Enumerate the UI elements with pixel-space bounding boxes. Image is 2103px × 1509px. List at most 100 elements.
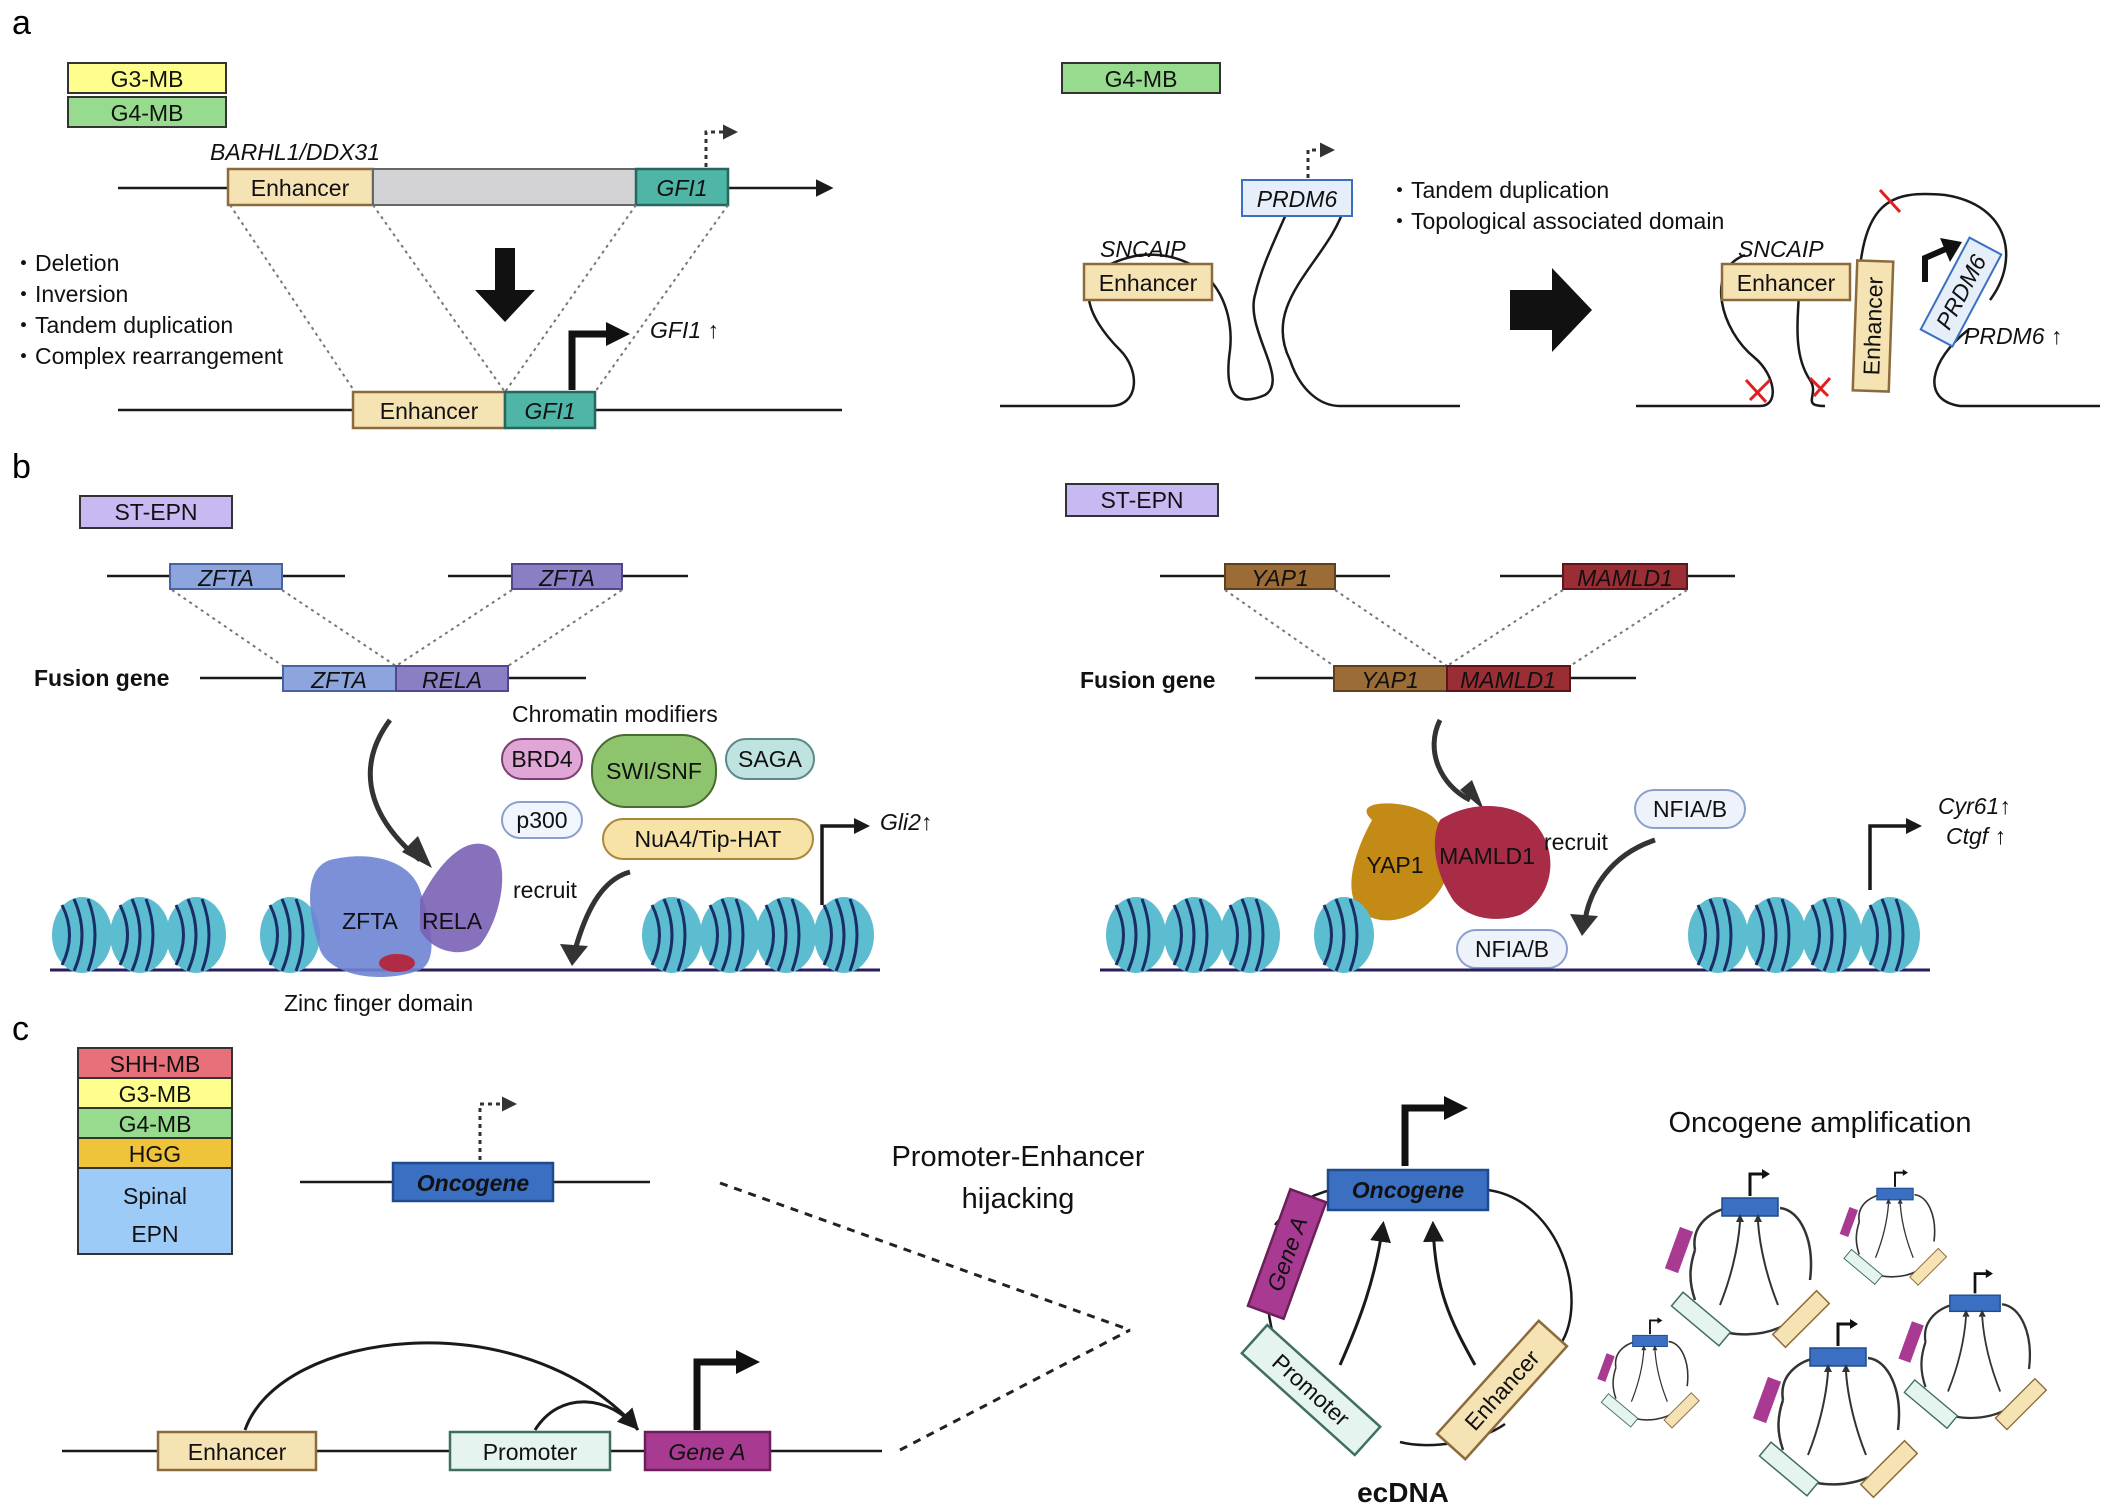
loop-chromatin xyxy=(1000,204,1460,408)
zinc-finger-label: Zinc finger domain xyxy=(284,990,473,1016)
nfia-top-label: NFIA/B xyxy=(1653,796,1727,822)
cyr61-up-label: Cyr61↑ xyxy=(1938,793,2011,819)
promoter-loop-arrow xyxy=(533,1400,640,1431)
fusion2-arrow xyxy=(1431,718,1472,803)
c-genea-box xyxy=(643,1430,772,1472)
nucleosome xyxy=(1686,895,1750,975)
fusion2-arrow-head xyxy=(1460,780,1484,810)
panel-a-right: G4-MB Enhancer SNCAIP PRDM6 ・Tandem dupl… xyxy=(1000,62,2100,408)
yap1-label: YAP1 xyxy=(1251,565,1309,591)
fusion-yap1-label: YAP1 xyxy=(1361,667,1419,693)
tag-st-epn-left-label: ST-EPN xyxy=(114,499,197,525)
down-arrow xyxy=(475,248,535,322)
tad-event-1: ・Tandem duplication xyxy=(1388,177,1609,203)
panel-c: SHH-MB G3-MB G4-MB HGG Spinal EPN Oncoge… xyxy=(62,1047,2048,1508)
mamld1-label: MAMLD1 xyxy=(1577,565,1673,591)
hijack-label-1: Promoter-Enhancer xyxy=(891,1141,1144,1173)
tad-enhancer-label: Enhancer xyxy=(1737,270,1836,296)
tad-boundary-marks-2 xyxy=(1748,377,1832,402)
recruit-arrow-right-head xyxy=(1570,914,1598,936)
tag-shh-mb xyxy=(77,1047,233,1079)
tag-g4-mb-label: G4-MB xyxy=(111,100,184,126)
nua4-label: NuA4/Tip-HAT xyxy=(635,826,782,852)
zfta-protein-label: ZFTA xyxy=(342,908,398,934)
fusion-gene-label-left: Fusion gene xyxy=(34,665,169,691)
cyr61-tss xyxy=(1868,824,1910,890)
tag-g4-mb-c-label: G4-MB xyxy=(119,1111,192,1137)
tag-st-epn-left xyxy=(79,495,233,529)
active-tss-head xyxy=(606,322,630,346)
fusion-zfta-box xyxy=(282,665,397,692)
nucleosome xyxy=(1162,895,1226,975)
mamld1-protein-label: MAMLD1 xyxy=(1439,843,1535,869)
ecdna-enhancer-arrow xyxy=(1423,1220,1477,1366)
fusion2-mapping-lines xyxy=(1224,589,1688,667)
event-4: ・Complex rearrangement xyxy=(12,343,284,369)
tad-event-2: ・Topological associated domain xyxy=(1388,208,1724,234)
genea-tss xyxy=(693,1358,740,1430)
prdm6-silent-tss xyxy=(1306,142,1335,178)
yap1-protein-label: YAP1 xyxy=(1366,852,1423,878)
tag-g3-mb xyxy=(67,62,227,94)
tag-hgg-label: HGG xyxy=(129,1141,181,1167)
nucleosome xyxy=(1800,895,1864,975)
tag-g3-mb-label: G3-MB xyxy=(111,66,184,92)
ecdna-promoter-arrow xyxy=(1338,1220,1391,1366)
nucleosome xyxy=(1218,895,1282,975)
tag-epn-label: EPN xyxy=(131,1221,178,1247)
gli2-tss-head xyxy=(854,818,870,834)
mamld1-box xyxy=(1562,563,1688,590)
nfia-bottom-label: NFIA/B xyxy=(1475,936,1549,962)
enhancer-box xyxy=(226,167,375,207)
swisnf-pill xyxy=(591,734,717,808)
prdm6-label: PRDM6 xyxy=(1257,186,1338,212)
ecdna-genea: Gene A xyxy=(1246,1187,1328,1321)
nucleosome xyxy=(1312,895,1376,975)
ecdna-promoter: Promoter xyxy=(1240,1323,1382,1457)
p300-label: p300 xyxy=(516,807,567,833)
recruit-arrow-right xyxy=(1582,837,1656,921)
right-arrow xyxy=(1510,268,1592,352)
locus-barhl1: BARHL1/DDX31 xyxy=(210,139,380,165)
panel-a-left: G3-MB G4-MB BARHL1/DDX31 Enhancer GFI1 ・… xyxy=(12,62,842,430)
event-1: ・Deletion xyxy=(12,250,119,276)
zfta-label: ZFTA xyxy=(197,565,254,591)
mini-ecdna xyxy=(1597,1317,1700,1429)
recruit-arrow-left-head xyxy=(560,944,588,966)
ecdna-label: ecDNA xyxy=(1357,1477,1449,1508)
tag-spinal-epn xyxy=(77,1167,233,1255)
gfi1-up-label: GFI1 ↑ xyxy=(650,317,719,343)
rela-label: ZFTA xyxy=(538,565,595,591)
gfi1-box-2 xyxy=(503,390,597,430)
nucleosome xyxy=(1858,895,1922,975)
fusion-gene-label-right: Fusion gene xyxy=(1080,667,1215,693)
yap1-box xyxy=(1224,563,1336,590)
tad-enhancer-vertical: Enhancer xyxy=(1851,259,1895,393)
ecdna-tss-head xyxy=(1444,1096,1468,1120)
fusion-mapping-lines xyxy=(171,589,623,667)
ecdna-oncogene-label: Oncogene xyxy=(1352,1177,1465,1203)
tad-sncaip-label: SNCAIP xyxy=(1738,236,1824,262)
swisnf-label: SWI/SNF xyxy=(606,758,702,784)
mapping-lines xyxy=(229,204,729,393)
c-genea-label: Gene A xyxy=(668,1439,745,1465)
hijack-label-2: hijacking xyxy=(962,1183,1075,1215)
tag-g4-mb-right-label: G4-MB xyxy=(1105,66,1178,92)
rela-protein-label: RELA xyxy=(422,908,483,934)
genea-tss-head xyxy=(736,1350,760,1374)
c-enhancer-box xyxy=(156,1430,318,1472)
ecdna-tss xyxy=(1401,1104,1448,1166)
tag-g3-mb-c-label: G3-MB xyxy=(119,1081,192,1107)
fusion-mamld1-box xyxy=(1446,665,1571,692)
prdm6-up-label: PRDM6 ↑ xyxy=(1964,323,2062,349)
zfta-box xyxy=(169,563,283,590)
brd4-pill xyxy=(501,738,583,780)
tad-active-tss-head xyxy=(1940,238,1962,262)
panel-b-left: ST-EPN ZFTA ZFTA Fusion gene ZFTA RELA C… xyxy=(34,495,932,1016)
mini-ecdna xyxy=(1752,1319,1919,1499)
tad-boundary-marks xyxy=(1744,188,1902,404)
mini-ecdna xyxy=(1898,1269,2048,1431)
rela-box xyxy=(511,563,623,590)
silent-tss-arrow xyxy=(704,124,738,167)
nucleosome xyxy=(50,895,114,975)
